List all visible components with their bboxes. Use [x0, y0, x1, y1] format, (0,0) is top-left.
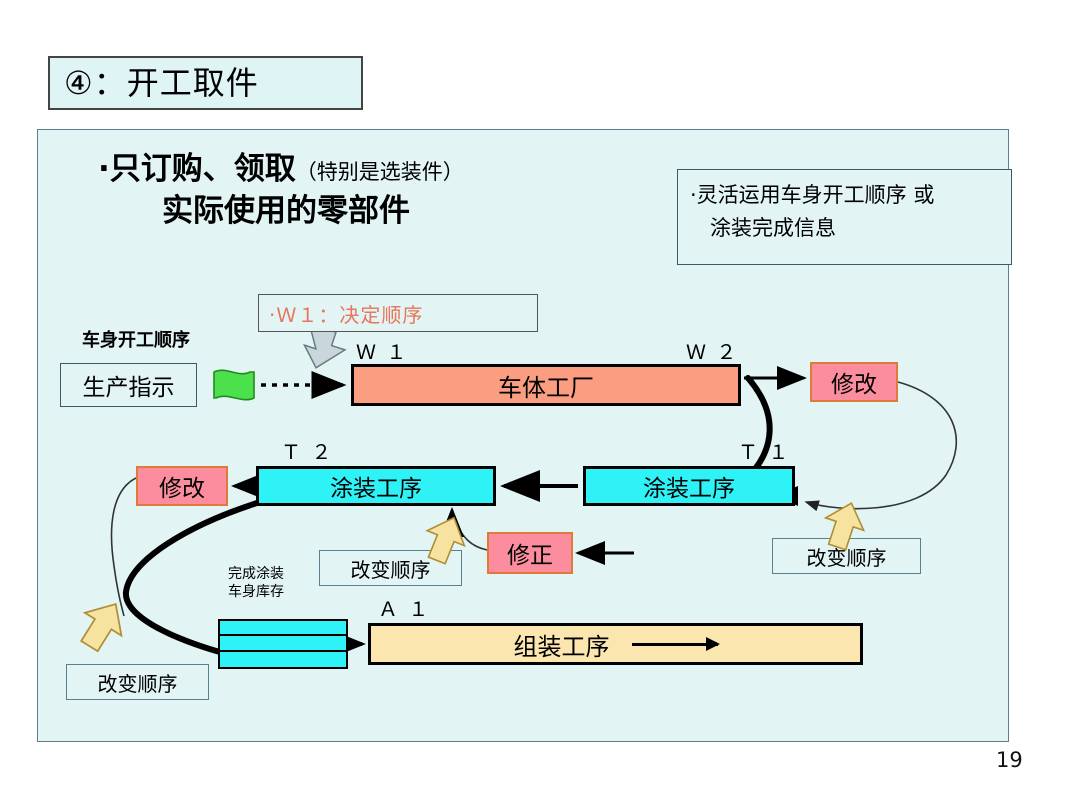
yellow-arrow-icon-middle: [425, 516, 466, 565]
note-line-2: 涂装完成信息: [710, 215, 836, 240]
node-paint-t2-label: 涂装工序: [330, 476, 422, 502]
headline-paren-text: （特别是选装件）: [295, 160, 464, 184]
node-assembly-process[interactable]: 组装工序: [368, 623, 863, 665]
buffer-label-line-2: 车身库存: [228, 583, 284, 600]
change-order-box-left[interactable]: 改变顺序: [66, 664, 209, 700]
node-body-factory[interactable]: 车体工厂: [351, 364, 741, 406]
note-box: ·灵活运用车身开工顺序 或 涂装完成信息: [677, 169, 1012, 265]
slide-title-box: ④：开工取件: [48, 56, 363, 110]
w1-callout-box: ·Ｗ１：决定顺序: [258, 294, 538, 332]
curve-t2-to-buffer: [123, 499, 263, 655]
tag-w2: Ｗ ２: [686, 340, 739, 364]
yellow-arrow-icon-left: [80, 602, 123, 653]
production-instruction-box: 生产指示: [60, 363, 197, 407]
tag-w1: Ｗ １: [356, 340, 409, 364]
content-panel: ·只订购、领取（特别是选装件） 实际使用的零部件 ·灵活运用车身开工顺序 或 涂…: [37, 129, 1012, 743]
node-paint-process-t2[interactable]: 涂装工序: [256, 466, 496, 506]
buffer-label: 完成涂装 车身库存: [201, 566, 311, 601]
node-fix-left-label: 修改: [159, 476, 205, 502]
node-body-factory-label: 车体工厂: [498, 373, 594, 402]
body-start-sequence-label: 车身开工顺序: [82, 330, 190, 351]
production-instruction-label: 生产指示: [82, 375, 175, 401]
page-title: ④：开工取件: [64, 64, 259, 102]
node-correct-label: 修正: [507, 543, 553, 569]
buffer-stripe: [220, 652, 346, 667]
yellow-arrow-icon-right: [823, 502, 866, 551]
buffer-label-line-1: 完成涂装: [228, 566, 284, 582]
process-flow-diagram: ·Ｗ１：决定顺序 车身开工顺序 生产指示 Ｗ １ Ｗ ２ Ｔ ２ Ｔ １ Ａ １…: [38, 130, 1010, 743]
node-assembly-label: 组装工序: [513, 632, 610, 661]
tag-t2: Ｔ ２: [281, 440, 334, 464]
node-correct[interactable]: 修正: [487, 532, 573, 574]
painted-body-buffer[interactable]: [218, 619, 348, 669]
node-fix-left[interactable]: 修改: [136, 466, 228, 506]
note-line-1: ·灵活运用车身开工顺序 或: [690, 183, 935, 207]
headline-line-1: ·只订购、领取（特别是选装件）: [98, 152, 464, 186]
node-paint-process-t1[interactable]: 涂装工序: [583, 466, 795, 506]
headline-main-text: ·只订购、领取: [98, 151, 296, 187]
buffer-stripe: [220, 636, 346, 652]
node-paint-t1-label: 涂装工序: [643, 476, 735, 502]
headline-line-2: 实际使用的零部件: [162, 193, 410, 230]
thin-curve-fix-left: [110, 477, 137, 617]
assembly-direction-arrow-icon: [631, 636, 720, 651]
buffer-stripe: [220, 621, 346, 637]
w1-callout-text: ·Ｗ１：决定顺序: [269, 302, 424, 327]
node-fix-right-label: 修改: [831, 372, 877, 398]
headline-block: ·只订购、领取（特别是选装件） 实际使用的零部件: [98, 152, 464, 228]
gray-pointer-arrow-icon: [302, 326, 347, 369]
page-number: 19: [996, 748, 1023, 772]
node-fix-right[interactable]: 修改: [810, 362, 898, 402]
change-order-left-label: 改变顺序: [97, 671, 178, 696]
green-flag-icon: [213, 369, 255, 401]
tag-t1: Ｔ １: [738, 440, 791, 464]
tag-a1: Ａ １: [378, 597, 431, 621]
change-order-middle-label: 改变顺序: [350, 557, 431, 582]
